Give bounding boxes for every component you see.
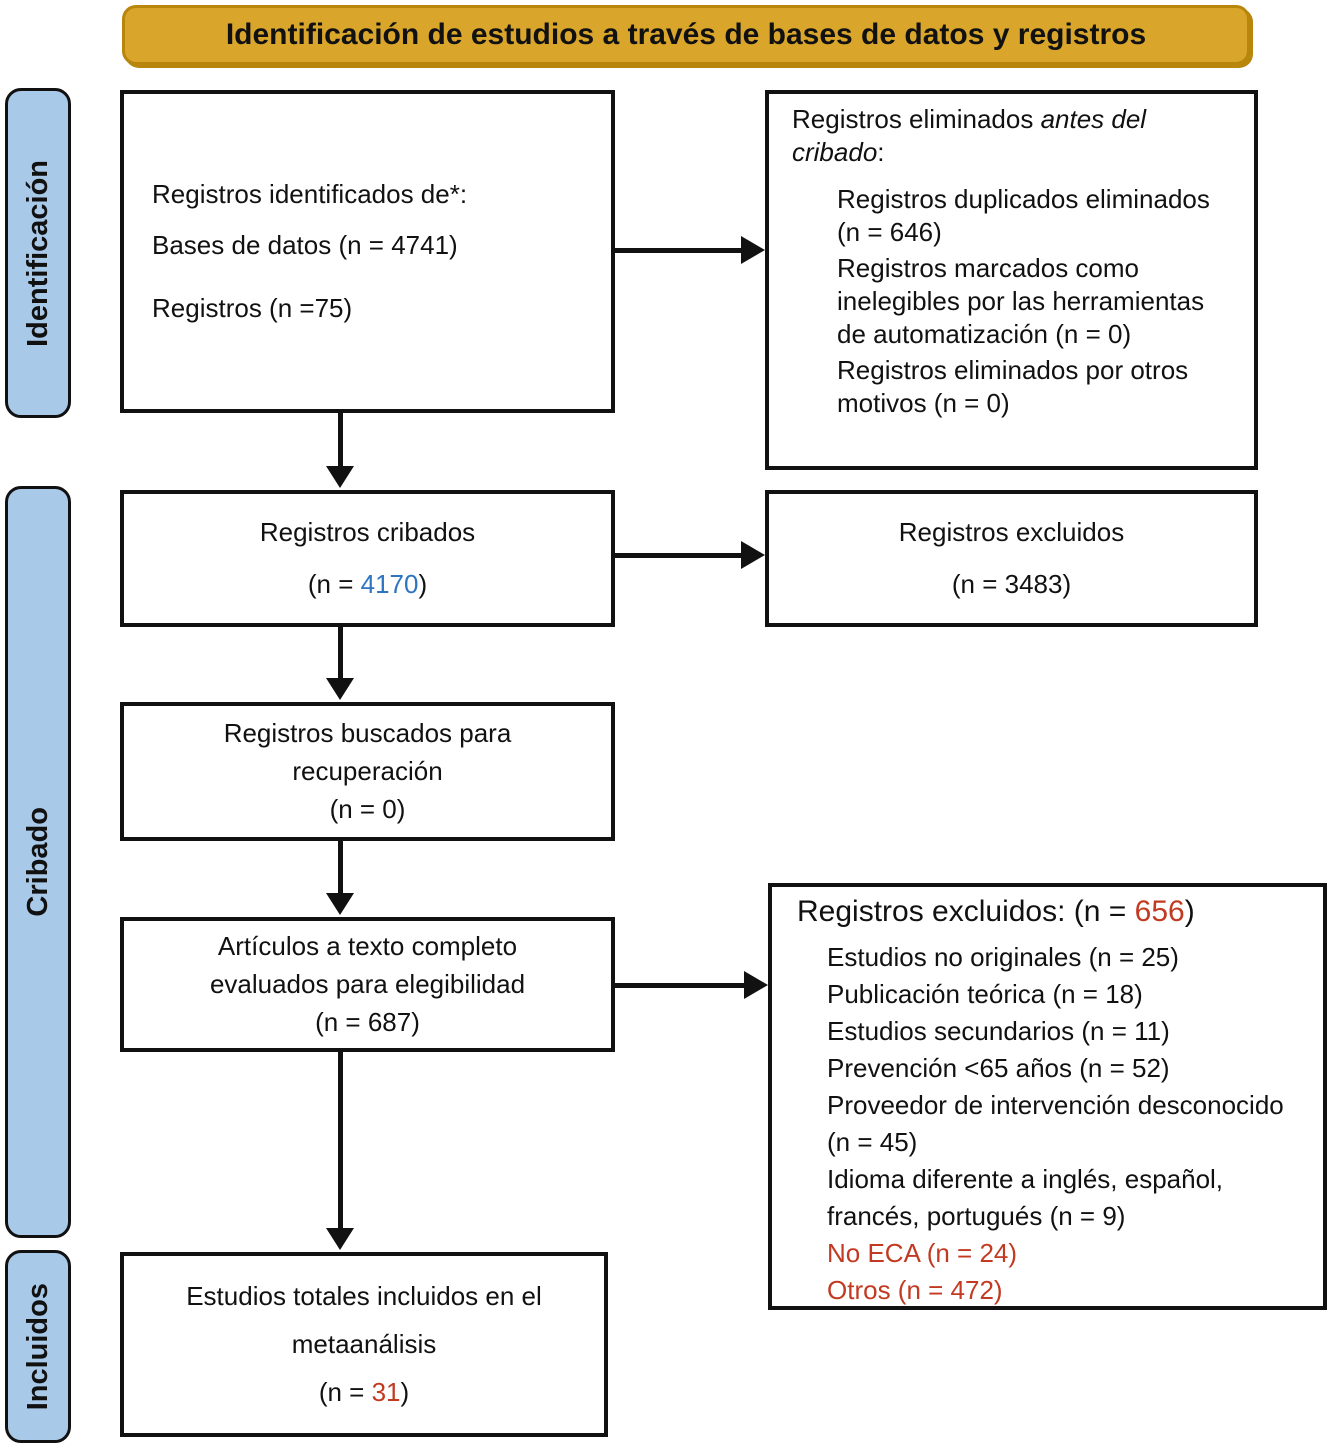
records-identified-heading: Registros identificados de*:: [152, 179, 468, 209]
phase-label-included: Incluidos: [21, 1282, 54, 1411]
title-banner: Identificación de estudios a través de b…: [122, 5, 1250, 65]
studies-included-line2: metaanálisis: [291, 1328, 437, 1359]
records-excluded-count: (n = 3483): [951, 568, 1072, 599]
records-removed-heading: Registros eliminados antes del cribado:: [792, 104, 1147, 167]
records-removed-list: Registros duplicados eliminados (n = 646…: [792, 183, 1240, 420]
records-identified-databases: Bases de datos (n = 4741): [152, 230, 458, 260]
records-excluded-label: Registros excluidos: [898, 517, 1125, 548]
phase-rail-included: Incluidos: [5, 1250, 71, 1443]
phase-label-identification: Identificación: [21, 159, 54, 347]
records-sought-line1: Registros buscados para: [223, 717, 512, 748]
box-studies-included: Estudios totales incluidos en el metaaná…: [120, 1252, 608, 1437]
records-sought-count: (n = 0): [329, 794, 406, 825]
exclusion-reason-provider-unknown: Proveedor de intervención desconocido (n…: [827, 1090, 1284, 1157]
box-records-excluded: Registros excluidos (n = 3483): [765, 490, 1258, 627]
studies-included-line1: Estudios totales incluidos en el: [186, 1280, 542, 1311]
fulltext-assessed-line1: Artículos a texto completo: [217, 930, 518, 961]
phase-rail-screening: Cribado: [5, 486, 71, 1238]
exclusion-total-value: 656: [1134, 895, 1185, 928]
exclusion-reason-other: Otros (n = 472): [827, 1275, 1003, 1305]
phase-label-screening: Cribado: [21, 807, 54, 917]
studies-included-count: (n = 31): [318, 1377, 410, 1408]
exclusion-reason-no-rct: No ECA (n = 24): [827, 1238, 1018, 1268]
box-records-screened: Registros cribados (n = 4170): [120, 490, 615, 627]
box-exclusion-reasons: Registros excluidos: (n = 656) Estudios …: [768, 883, 1327, 1310]
exclusion-reasons-heading: Registros excluidos: (n = 656): [797, 895, 1195, 928]
records-screened-count: (n = 4170): [307, 568, 428, 599]
fulltext-assessed-line2: evaluados para elegibilidad: [209, 968, 526, 999]
exclusion-reason-not-original: Estudios no originales (n = 25): [827, 942, 1179, 972]
exclusion-reason-prevention-age: Prevención <65 años (n = 52): [827, 1053, 1170, 1083]
phase-rail-identification: Identificación: [5, 88, 71, 418]
removed-reason-duplicates: Registros duplicados eliminados (n = 646…: [837, 184, 1210, 247]
records-identified-registers: Registros (n =75): [152, 293, 353, 323]
fulltext-assessed-count: (n = 687): [315, 1007, 420, 1038]
exclusion-reason-theoretical: Publicación teórica (n = 18): [827, 979, 1143, 1009]
diagram-title: Identificación de estudios a través de b…: [225, 18, 1147, 51]
removed-reason-automation: Registros marcados como inelegibles por …: [837, 253, 1205, 349]
box-records-identified: Registros identificados de*: Bases de da…: [120, 90, 615, 413]
box-records-removed-before-screening: Registros eliminados antes del cribado: …: [765, 90, 1258, 470]
exclusion-reason-language: Idioma diferente a inglés, español, fran…: [827, 1164, 1224, 1231]
screened-count-value: 4170: [360, 568, 419, 599]
box-fulltext-assessed: Artículos a texto completo evaluados par…: [120, 917, 615, 1052]
records-sought-line2: recuperación: [292, 755, 443, 786]
removed-reason-other: Registros eliminados por otros motivos (…: [837, 355, 1189, 418]
exclusion-reason-secondary: Estudios secundarios (n = 11): [827, 1016, 1170, 1046]
included-count-value: 31: [371, 1377, 401, 1408]
box-records-sought: Registros buscados para recuperación (n …: [120, 702, 615, 841]
records-screened-label: Registros cribados: [259, 517, 476, 548]
